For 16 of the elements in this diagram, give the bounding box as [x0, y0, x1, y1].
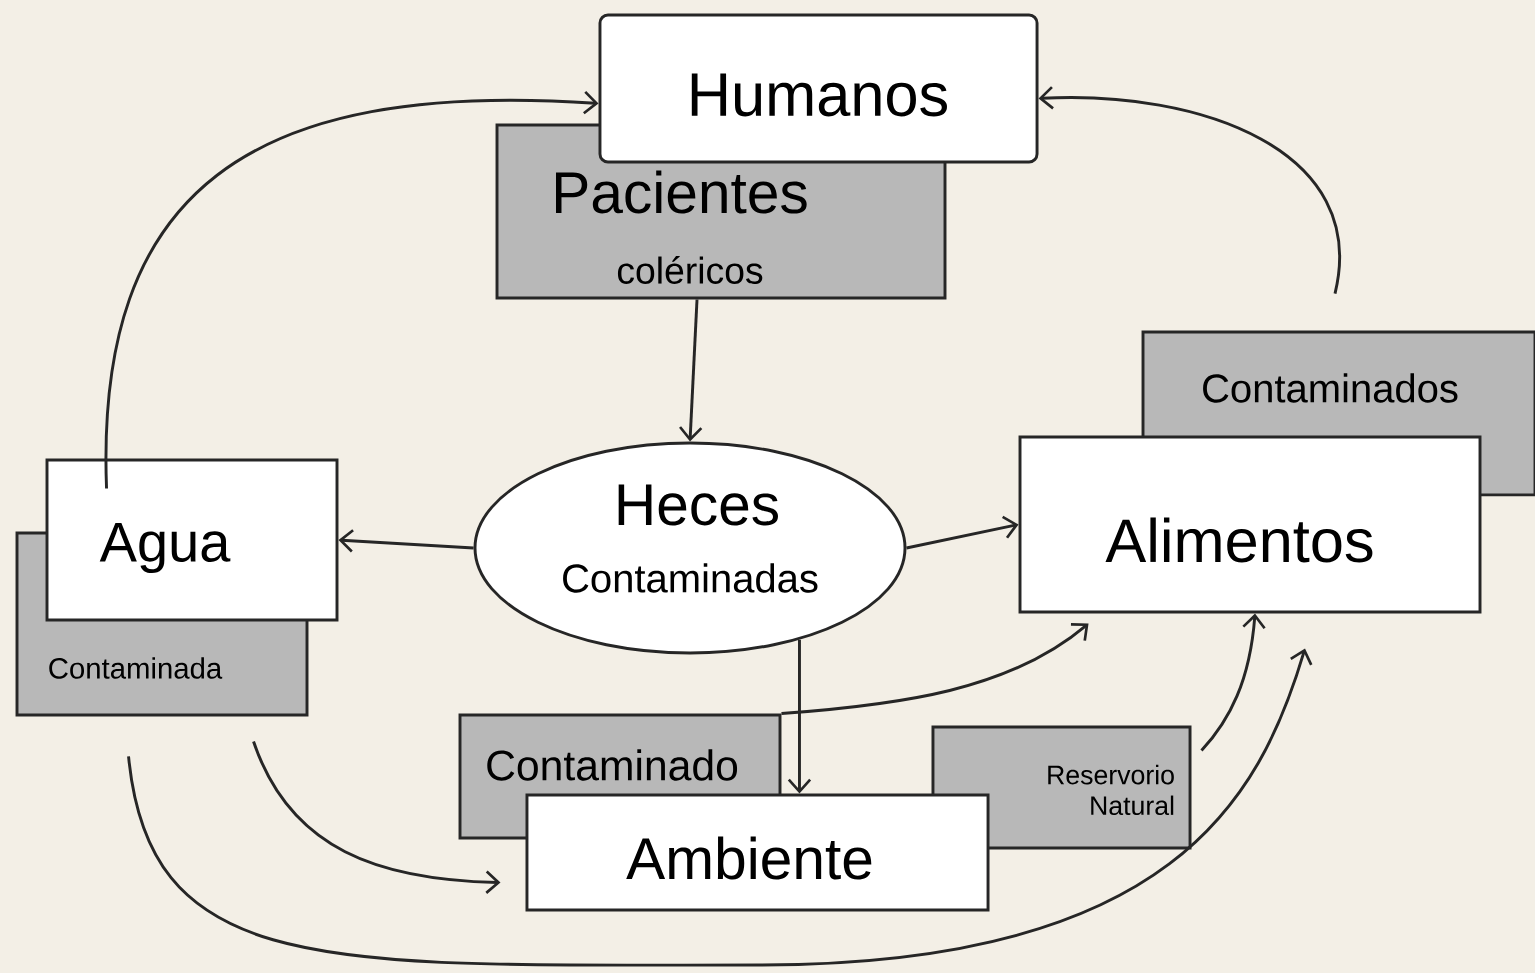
arrow [679, 299, 703, 442]
arrow [338, 529, 474, 553]
arrow [105, 91, 599, 489]
arrow [906, 515, 1019, 550]
arrow [252, 740, 501, 894]
arrow [1038, 86, 1342, 294]
arrow [127, 648, 1313, 967]
ellipse-node: Heces Contaminadas [473, 441, 907, 655]
arrow [1200, 613, 1266, 752]
shaded-box: Reservorio Natural [931, 725, 1192, 850]
arrow [781, 623, 1089, 716]
text-box: Ambiente [525, 793, 990, 912]
text-box: Alimentos [1018, 435, 1482, 614]
arrow [787, 639, 812, 794]
text-box: Agua [45, 458, 339, 622]
text-box: Humanos [598, 13, 1039, 164]
